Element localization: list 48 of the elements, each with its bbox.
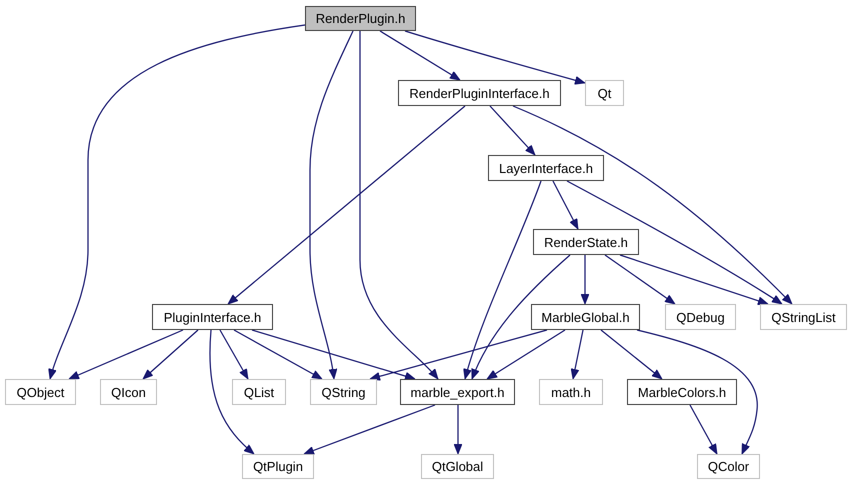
- dependency-arrow: [570, 330, 584, 380]
- dependency-arrow: [490, 106, 536, 156]
- dependency-arrow: [463, 180, 542, 380]
- dependency-arrow: [228, 106, 466, 304]
- external-header-node: QObject: [5, 379, 76, 405]
- dependency-arrow: [620, 254, 768, 306]
- dependency-arrow: [359, 31, 438, 380]
- dependency-arrow: [234, 329, 322, 380]
- dependency-arrow: [68, 329, 184, 380]
- external-header-node: Qt: [585, 80, 624, 106]
- dependency-arrow: [636, 329, 758, 454]
- dependency-arrow: [48, 24, 306, 380]
- header-node: RenderPluginInterface.h: [398, 80, 561, 106]
- header-node: RenderState.h: [533, 229, 639, 255]
- dependency-arrow: [512, 105, 792, 304]
- dependency-arrow: [580, 255, 590, 304]
- dependency-arrow: [604, 254, 676, 304]
- header-node: LayerInterface.h: [488, 155, 604, 181]
- external-header-node: QtGlobal: [421, 454, 494, 479]
- dependency-arrow: [219, 330, 249, 380]
- dependency-arrow: [689, 404, 718, 454]
- dependency-arrow: [304, 404, 436, 455]
- dependency-arrow: [404, 30, 586, 85]
- header-node: PluginInterface.h: [152, 304, 273, 330]
- header-node: marble_export.h: [400, 379, 515, 405]
- dependency-arrow: [209, 330, 254, 454]
- header-node: MarbleGlobal.h: [531, 304, 640, 330]
- dependency-arrow: [486, 330, 566, 380]
- dependency-arrow: [309, 30, 354, 380]
- dependency-arrow: [252, 329, 416, 380]
- external-header-node: QIcon: [100, 379, 157, 405]
- current-header-node: RenderPlugin.h: [305, 6, 416, 31]
- external-header-node: math.h: [539, 379, 603, 405]
- dependency-arrow: [600, 330, 662, 380]
- external-header-node: QColor: [697, 454, 760, 479]
- external-header-node: QtPlugin: [242, 454, 314, 479]
- external-header-node: QList: [232, 379, 286, 405]
- external-header-node: QDebug: [665, 304, 736, 330]
- external-header-node: QString: [310, 379, 377, 405]
- dependency-arrow: [380, 30, 460, 81]
- header-node: MarbleColors.h: [627, 379, 737, 405]
- dependency-arrow: [142, 330, 198, 380]
- dependency-arrow: [471, 254, 570, 380]
- external-header-node: QStringList: [760, 304, 847, 330]
- dependency-arrow: [566, 180, 782, 304]
- dependency-arrow: [370, 329, 548, 381]
- dependency-arrow: [552, 180, 579, 230]
- dependency-arrow: [454, 405, 462, 454]
